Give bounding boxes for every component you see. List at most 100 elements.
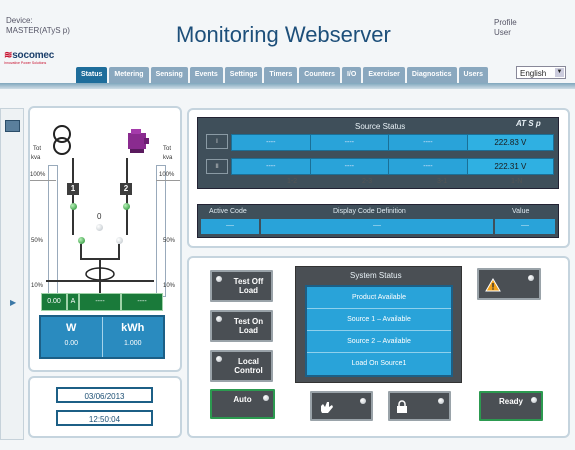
source-1-row: ---- ---- ---- 222.83 V [231,134,554,151]
profile-label[interactable]: Profile [494,18,517,27]
source1-position-led [78,237,85,244]
code-row: ---- ---- ---- [201,219,555,234]
tab-status[interactable]: Status [76,67,108,83]
monitor-icon[interactable] [5,120,20,132]
ready-label: Ready [498,397,523,406]
wire-2b [126,195,128,235]
local-control-label: Local Control [234,357,263,375]
s2-v12: ---- [232,159,311,174]
system-status-title: System Status [350,271,402,280]
left-100-label: 100% [30,172,46,178]
switch-0-label: 0 [97,212,102,221]
left-10-label: 10% [31,283,44,289]
chevron-down-icon[interactable]: ▼ [555,68,564,77]
source-2-button[interactable]: II [206,159,228,174]
logo-tagline: Innovative Power Solutions [4,61,47,65]
page-title: Monitoring Webserver [176,22,391,47]
tab-counters[interactable]: Counters [299,67,340,83]
source2-closed-led [123,203,130,210]
wire-3 [80,244,82,258]
current-cell-3: ---- [121,293,163,311]
side-strip [0,108,24,440]
status-source-2: Source 2 – Available [307,331,451,353]
manual-button[interactable] [310,391,373,421]
switch-2[interactable]: 2 [120,183,132,195]
wire-2 [126,158,128,183]
definition-header: Display Code Definition [333,208,406,215]
main-tabs: Status Metering Sensing Events Settings … [76,67,489,83]
energy-unit: kWh [121,322,145,334]
logo-text: socomec [12,50,55,61]
switch-1[interactable]: 1 [67,183,79,195]
test-on-led [216,316,222,322]
s1-v23: ---- [311,135,390,150]
device-label: Device: [6,16,33,25]
tab-events[interactable]: Events [189,67,223,83]
active-code-header: Active Code [209,208,247,215]
date-field: 03/06/2013 [56,387,153,403]
device-id-label: AT S p [516,119,541,128]
right-load-gauge [156,165,166,297]
tab-diagnostics[interactable]: Diagnostics [406,67,457,83]
lock-icon [397,400,407,413]
position-0-led [96,224,103,231]
expand-arrow-icon[interactable]: ▶ [10,298,17,307]
right-10-label: 10% [163,283,176,289]
col-1-n: 1-N [511,178,523,185]
header-divider [0,83,575,89]
manual-led [360,398,366,404]
warning-icon [485,278,501,292]
wire-1 [72,158,74,183]
power-value: 0.00 [64,340,79,347]
device-info: Device: MASTER(ATyS p) [6,16,70,36]
value-header: Value [512,208,530,215]
test-off-load-button[interactable]: Test Off Load [210,270,273,302]
status-source-1: Source 1 – Available [307,309,451,331]
hand-icon [321,402,333,413]
code-value: ---- [495,219,555,234]
ready-button[interactable]: Ready [479,391,543,421]
source-status-box [197,117,559,189]
current-cell-2: ---- [79,293,121,311]
tab-io[interactable]: I/O [341,67,362,83]
lock-button[interactable] [388,391,451,421]
tab-users[interactable]: Users [458,67,489,83]
s2-v31: ---- [389,159,468,174]
source-1-button[interactable]: I [206,134,228,149]
auto-button[interactable]: Auto [210,389,275,419]
source1-closed-led [70,203,77,210]
tab-exerciser[interactable]: Exerciser [363,67,405,83]
source-status-title: Source Status [355,122,406,131]
left-100-line [30,180,56,181]
s1-v12: ---- [232,135,311,150]
datetime-panel [28,376,182,438]
wire-4 [118,244,120,258]
test-off-load-label: Test Off Load [233,277,264,295]
s2-v23: ---- [311,159,390,174]
current-unit: A [67,293,79,311]
right-tot-label: Tot [163,146,172,152]
definition-value: ---- [261,219,493,234]
user-label[interactable]: User [494,28,511,37]
logo-mark-icon: ≋ [4,50,13,61]
test-off-led [216,276,222,282]
local-control-button[interactable]: Local Control [210,350,273,382]
tab-metering[interactable]: Metering [109,67,149,83]
language-value: English [520,69,547,78]
time-field: 12:50:04 [56,410,153,426]
language-select[interactable]: English ▼ [516,66,566,79]
right-100-line [156,180,180,181]
tab-timers[interactable]: Timers [264,67,298,83]
power-unit: W [66,322,77,334]
left-tot-label: Tot [33,146,42,152]
device-name: MASTER(ATyS p) [6,26,70,35]
transformer-icon [53,125,71,155]
current-bar: 0.00 A ---- ---- [41,293,163,311]
load-wire [99,258,101,294]
s2-v1n: 222.31 V [467,159,553,174]
alarm-button[interactable] [477,268,541,300]
generator-icon [128,129,149,153]
test-on-load-button[interactable]: Test On Load [210,310,273,342]
tab-sensing[interactable]: Sensing [150,67,188,83]
tab-settings[interactable]: Settings [224,67,263,83]
